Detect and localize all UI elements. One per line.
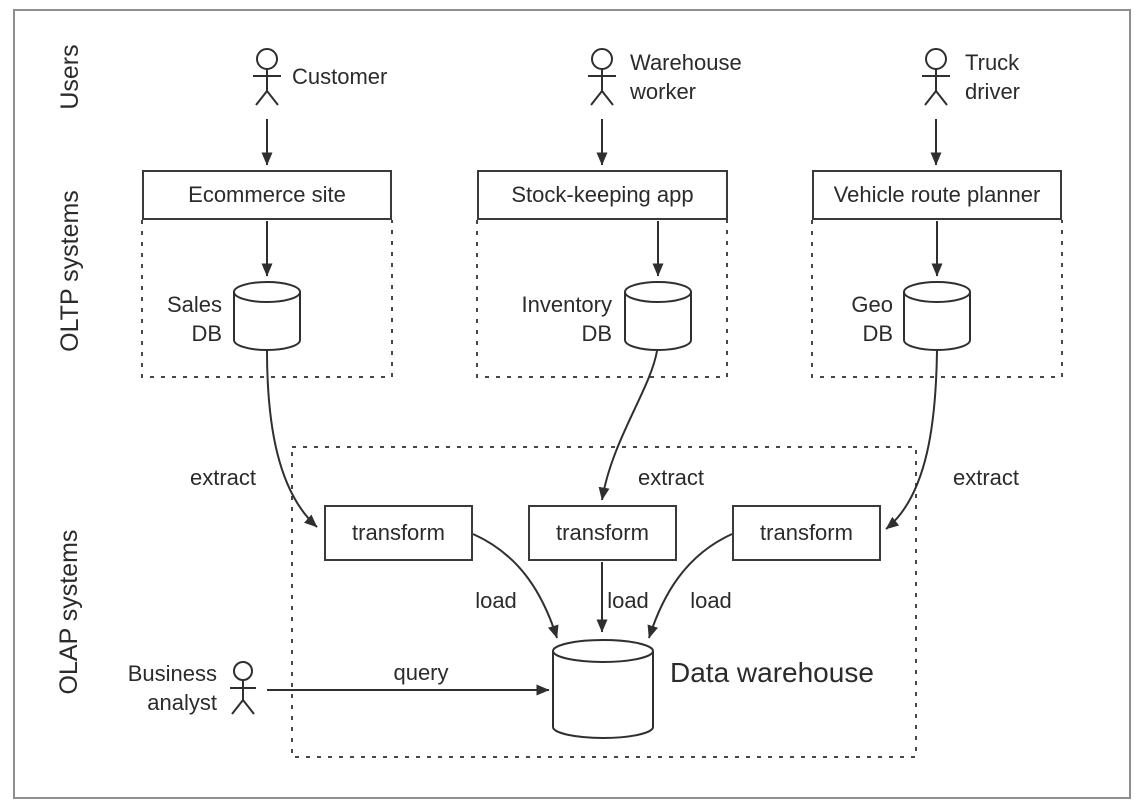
oltp-boundary-right [811,220,1063,378]
inventory-db-label: Inventory DB [521,292,613,347]
transform-box-1: transform [324,505,473,561]
transform-box-3: transform [732,505,881,561]
sales-db-icon [233,281,301,351]
extract-arrow-1 [266,349,318,528]
section-label-olap: OLAP systems [55,529,83,695]
extract-label-2: extract [637,465,705,490]
data-warehouse-icon [552,639,654,739]
section-label-oltp: OLTP systems [56,190,84,352]
geo-db-label: Geo DB [851,292,893,347]
transform-box-2: transform [528,505,677,561]
customer-label: Customer [292,64,388,89]
data-warehouse-label: Data warehouse [670,657,874,688]
warehouse-worker-label: Warehouse worker [630,50,742,105]
business-analyst-label: Business analyst [127,661,217,716]
load-arrow-3 [647,533,733,639]
section-label-users: Users [56,44,84,110]
load-arrow-1 [472,533,559,639]
inventory-db-icon [624,281,692,351]
load-label-3: load [690,588,732,613]
oltp-boundary-middle [476,220,728,378]
oltp-boundary-left [141,220,393,378]
stock-keeping-app-box: Stock-keeping app [477,170,728,220]
truck-driver-actor-icon [922,48,950,106]
query-label: query [393,660,449,685]
olap-boundary [291,446,917,758]
business-analyst-actor-icon [230,661,256,715]
vehicle-route-planner-box: Vehicle route planner [812,170,1062,220]
extract-label-3: extract [952,465,1020,490]
extract-arrow-3 [885,350,938,530]
truck-driver-label: Truck driver [965,50,1021,105]
warehouse-worker-actor-icon [588,48,616,106]
extract-label-1: extract [189,465,257,490]
customer-actor-icon [253,48,281,106]
sales-db-label: Sales DB [166,292,222,347]
geo-db-icon [903,281,971,351]
extract-arrow-2 [598,350,658,501]
load-label-2: load [607,588,649,613]
load-label-1: load [475,588,517,613]
ecommerce-site-box: Ecommerce site [142,170,392,220]
